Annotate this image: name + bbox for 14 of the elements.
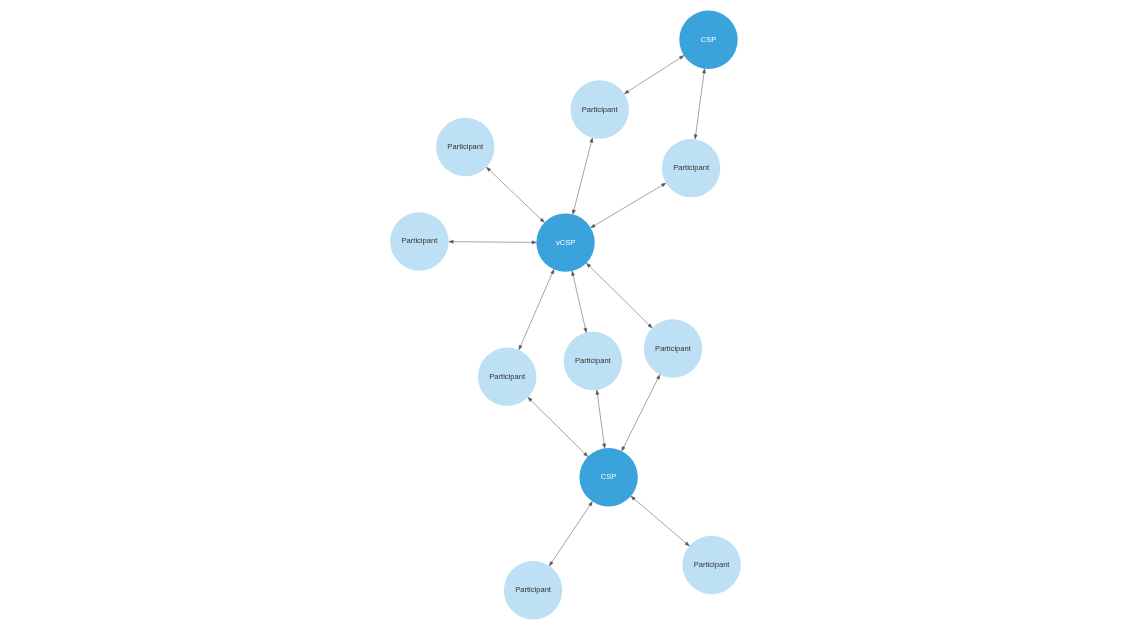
arrow bbox=[590, 182, 667, 228]
arrow bbox=[595, 389, 606, 449]
arrow bbox=[630, 495, 690, 547]
arrow bbox=[572, 137, 594, 215]
arrow bbox=[621, 374, 661, 452]
arrow bbox=[527, 397, 588, 457]
arrow bbox=[518, 269, 555, 351]
arrow bbox=[549, 501, 593, 567]
arrow bbox=[571, 270, 588, 333]
arrow bbox=[624, 55, 685, 94]
arrow bbox=[448, 239, 537, 245]
arrow bbox=[693, 68, 706, 140]
arrow bbox=[486, 167, 545, 223]
arrow bbox=[586, 263, 653, 329]
